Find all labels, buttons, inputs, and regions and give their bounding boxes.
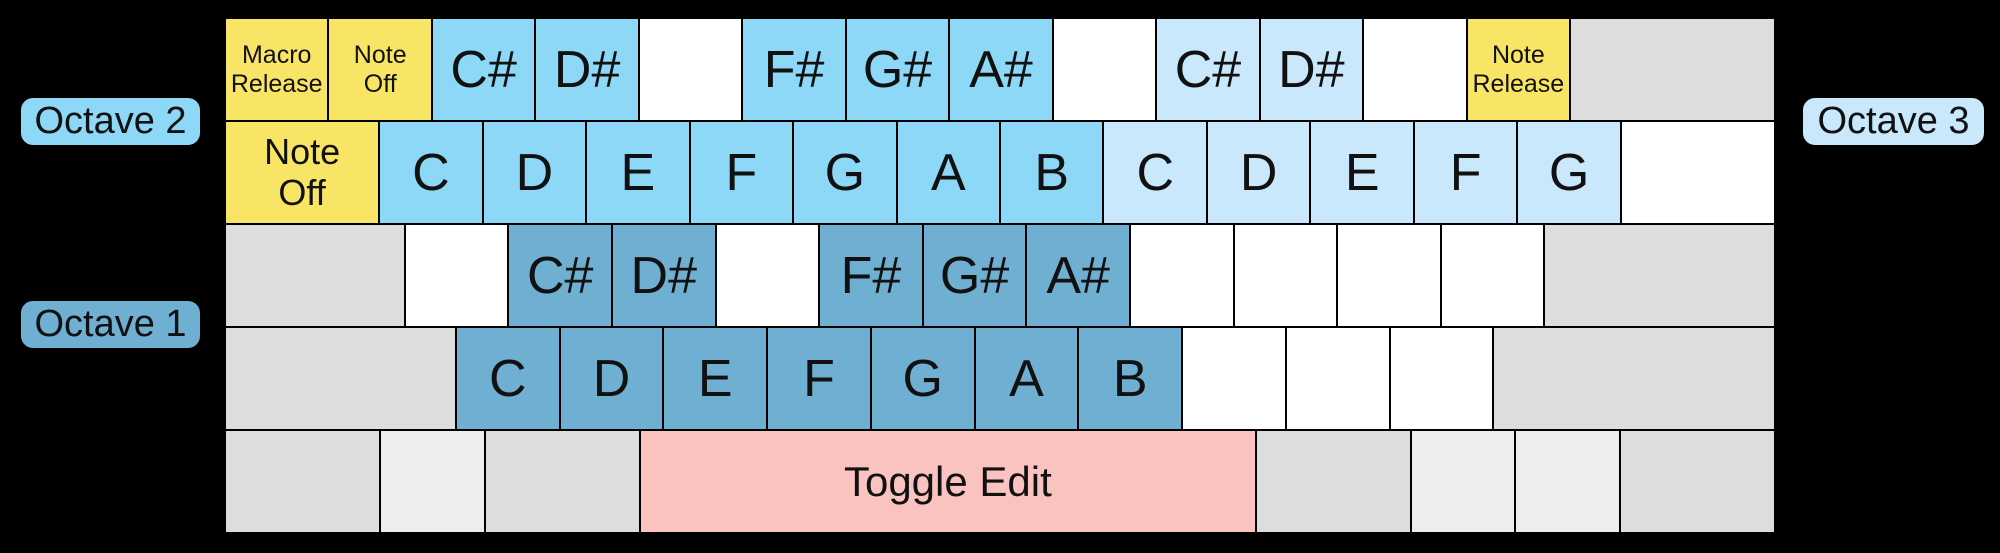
modifier-blank-key [1255,430,1412,533]
note-f-octave2-key: F [689,121,794,224]
blank-key [1620,121,1776,224]
note-d-sharp-octave1-key: D# [611,224,716,327]
blank-key [1182,327,1286,430]
note-g-sharp-octave1-key: G# [922,224,1027,327]
note-c-octave3-key: C [1103,121,1207,224]
note-f-sharp-octave2-key: F# [742,18,846,121]
note-off-key-tab: Note Off [225,121,380,224]
blank-key [715,224,820,327]
blank-key [1337,224,1441,327]
modifier-blank-light-key [1515,430,1620,533]
note-off-key-row1: Note Off [328,18,432,121]
macro-release-key: Macro Release [225,18,329,121]
note-d-octave1-key: D [559,327,664,430]
note-e-octave3-key: E [1310,121,1414,224]
modifier-blank-key [225,224,405,327]
modifier-blank-key [1493,327,1776,430]
modifier-blank-key [1619,430,1776,533]
note-f-sharp-octave1-key: F# [819,224,923,327]
note-release-key: Note Release [1466,18,1571,121]
blank-key [1389,327,1494,430]
note-f-octave1-key: F [767,327,871,430]
note-b-octave1-key: B [1078,327,1183,430]
note-e-octave1-key: E [663,327,768,430]
blank-key [1440,224,1545,327]
toggle-edit-key: Toggle Edit [640,430,1256,533]
note-f-octave3-key: F [1413,121,1518,224]
modifier-blank-light-key [380,430,485,533]
modifier-blank-key [225,430,381,533]
modifier-blank-key [1544,224,1775,327]
modifier-blank-light-key [1411,430,1516,533]
octave-3-label: Octave 3 [1800,95,1987,148]
note-c-sharp-octave3-key: C# [1156,18,1260,121]
blank-key [1363,18,1467,121]
note-a-octave1-key: A [974,327,1079,430]
blank-key [1129,224,1234,327]
blank-key [1285,327,1390,430]
note-d-octave3-key: D [1206,121,1311,224]
note-g-octave2-key: G [793,121,897,224]
blank-key [404,224,509,327]
modifier-blank-key [484,430,641,533]
blank-key [1233,224,1338,327]
note-g-sharp-octave2-key: G# [845,18,950,121]
note-d-octave2-key: D [482,121,587,224]
note-d-sharp-octave2-key: D# [535,18,639,121]
blank-key [638,18,743,121]
note-d-sharp-octave3-key: D# [1259,18,1364,121]
note-g-octave1-key: G [870,327,975,430]
note-b-octave2-key: B [1000,121,1104,224]
note-c-octave1-key: C [455,327,560,430]
blank-key [1052,18,1157,121]
modifier-blank-key [1570,18,1776,121]
note-c-sharp-octave1-key: C# [508,224,612,327]
note-a-octave2-key: A [896,121,1001,224]
octave-1-label: Octave 1 [18,298,203,351]
keyboard-row-3: C#D# F#G#A# [225,224,1775,327]
note-a-sharp-octave1-key: A# [1026,224,1130,327]
note-c-sharp-octave2-key: C# [431,18,536,121]
modifier-blank-key [225,327,456,430]
octave-2-label: Octave 2 [18,95,203,148]
note-a-sharp-octave2-key: A# [949,18,1053,121]
note-c-octave2-key: C [379,121,483,224]
keyboard-row-5: Toggle Edit [225,430,1776,533]
note-e-octave2-key: E [586,121,690,224]
note-g-octave3-key: G [1517,121,1621,224]
